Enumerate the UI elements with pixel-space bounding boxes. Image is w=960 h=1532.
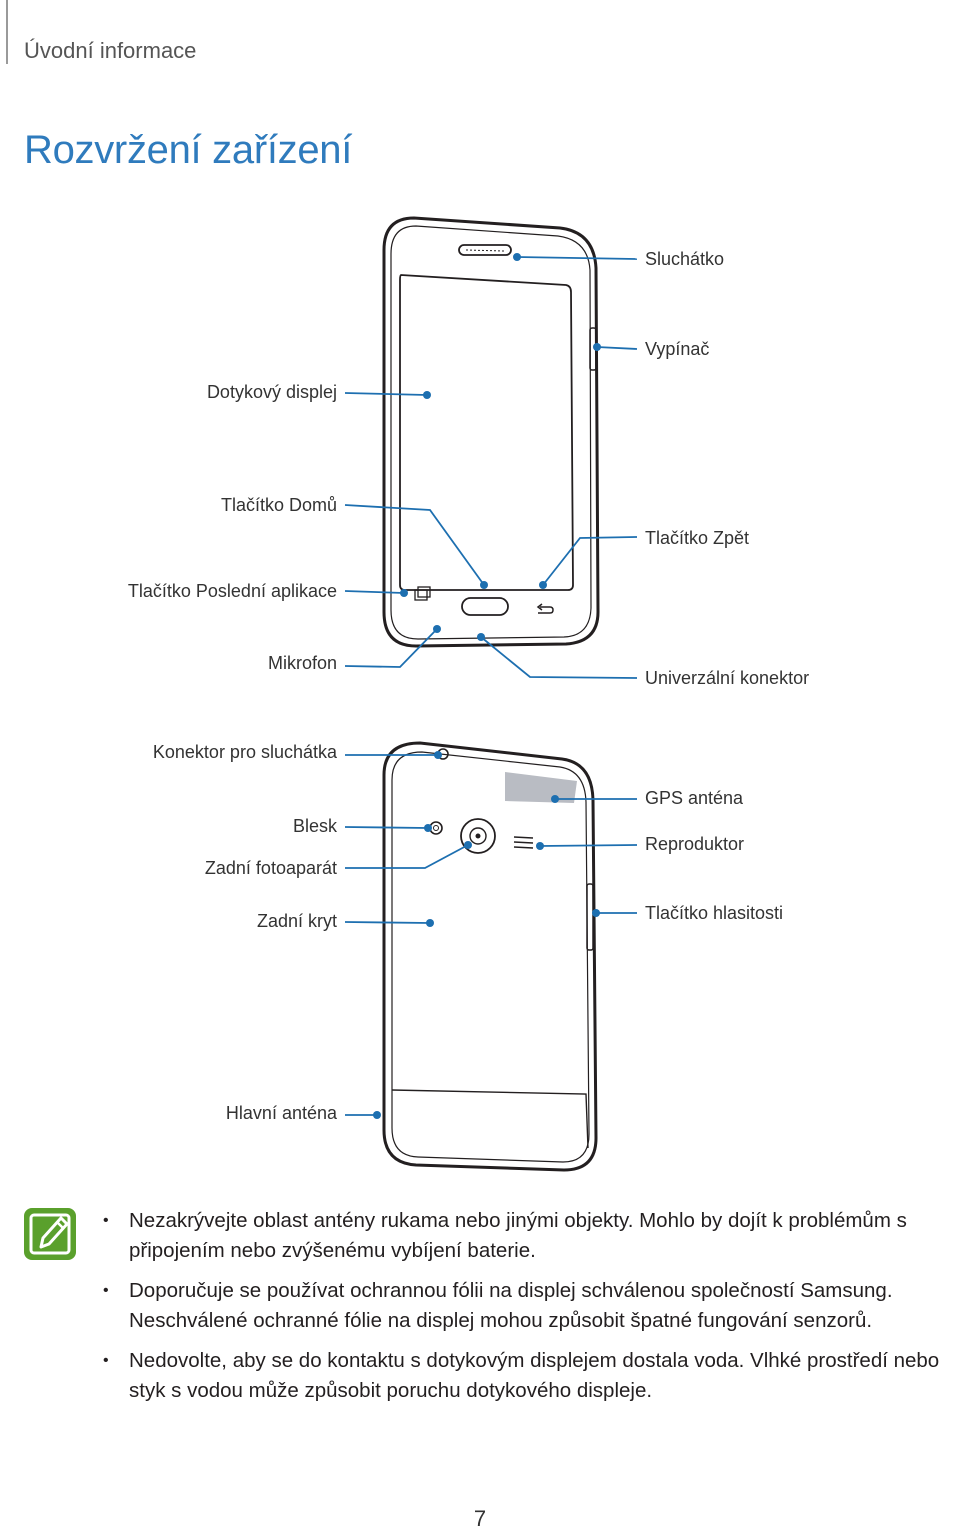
gps-antenna-zone [505,772,577,803]
front-phone-illustration [382,216,600,648]
page-title: Rozvržení zařízení [24,128,353,172]
label-volume-key: Tlačítko hlasitosti [645,903,784,923]
touchscreen-panel [399,274,574,591]
front-callout-dots [400,253,601,641]
back-body-outline [382,741,598,1172]
recent-apps-icon [414,586,431,601]
volume-key [586,883,594,951]
back-body-inner [391,751,590,1163]
earpiece-grille [458,244,512,256]
section-header: Úvodní informace [24,38,197,63]
note-item: •Doporučuje se používat ochrannou fólii … [103,1276,960,1336]
label-speaker: Reproduktor [645,834,745,854]
back-phone-illustration [382,741,598,1172]
label-gps-antenna: GPS anténa [645,788,744,808]
label-microphone: Mikrofon [267,653,337,673]
label-main-antenna: Hlavní anténa [225,1103,337,1123]
main-antenna-zone [391,1089,589,1149]
front-callouts [344,256,638,679]
label-multipurpose-jack: Univerzální konektor [645,668,810,688]
note-item: •Nezakrývejte oblast antény rukama nebo … [103,1206,960,1266]
notes-list: •Nezakrývejte oblast antény rukama nebo … [103,1206,960,1416]
back-arrow-icon [536,603,554,614]
label-rear-camera: Zadní fotoaparát [204,858,337,878]
device-diagram [344,216,638,1172]
page-number: 7 [473,1506,487,1531]
bullet: • [103,1352,109,1369]
label-back-key: Tlačítko Zpět [645,528,750,548]
speaker-grille [513,836,534,849]
label-recent-apps-key: Tlačítko Poslední aplikace [127,581,337,601]
back-callouts [344,754,638,1116]
home-button [461,597,509,616]
section-divider [6,0,8,64]
label-earpiece: Sluchátko [645,249,725,269]
note-item: •Nedovolte, aby se do kontaktu s dotykov… [103,1346,960,1406]
label-headset-jack: Konektor pro sluchátka [152,742,337,762]
back-callout-dots [373,751,600,1119]
label-power-key: Vypínač [645,339,710,359]
bullet: • [103,1212,109,1229]
front-body-inner [390,225,592,640]
front-body-outline [382,216,600,648]
label-flash: Blesk [292,816,337,836]
bullet: • [103,1282,109,1299]
note-pencil-icon [24,1208,76,1260]
label-home-key: Tlačítko Domů [220,495,337,515]
label-touchscreen: Dotykový displej [206,382,337,402]
rear-camera-lens [460,818,496,854]
label-back-cover: Zadní kryt [256,911,337,931]
